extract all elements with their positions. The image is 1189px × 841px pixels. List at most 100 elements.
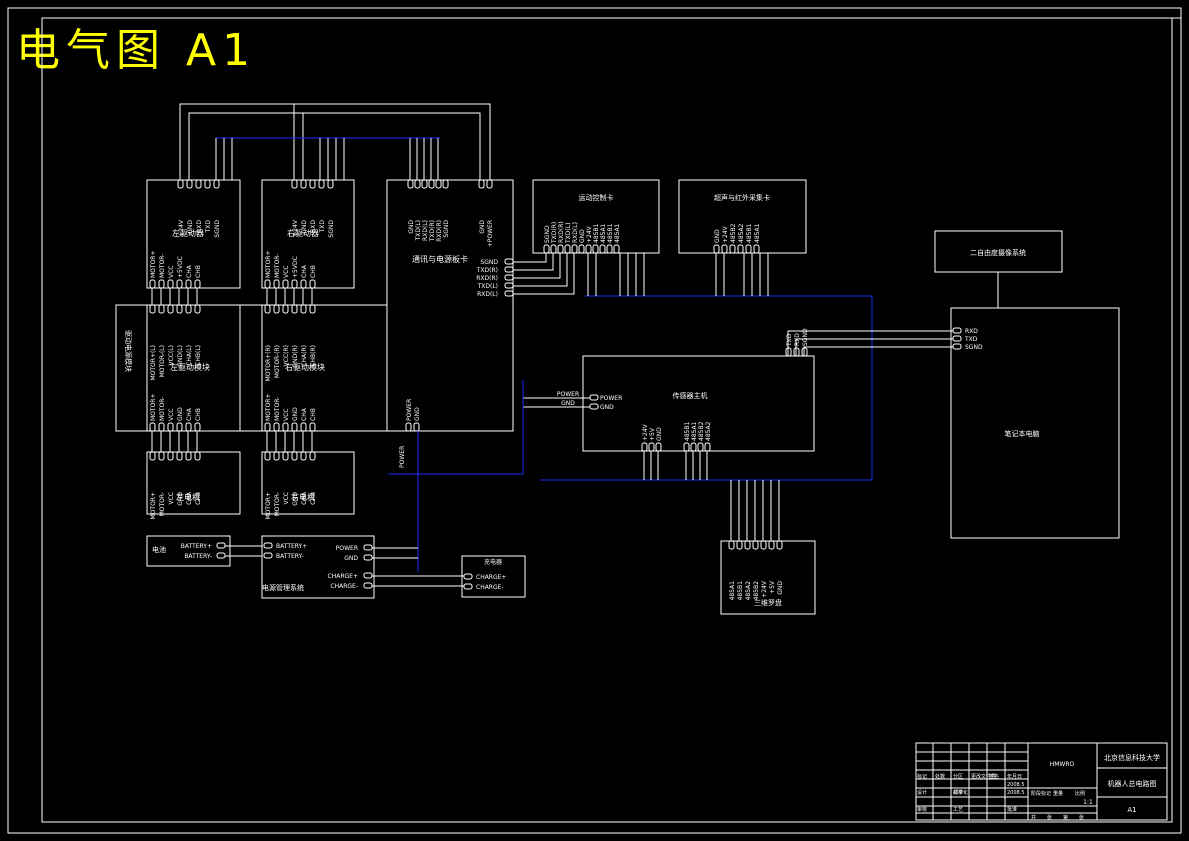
motion-card-label: 运动控制卡 <box>579 193 614 202</box>
charger-label: 充电器 <box>484 558 502 566</box>
motion-card-pin: SGND <box>544 225 551 243</box>
power-mgmt-left-pin: BATTERY- <box>276 553 304 560</box>
left-drive-bottom-connector <box>158 422 165 432</box>
comm-board-box <box>386 179 514 432</box>
left-driver-top-connector <box>204 179 211 189</box>
right-motor-pin: MOTOR+ <box>265 492 272 519</box>
ultra-card-connector <box>729 244 736 254</box>
right-drive-bottom-pin: GND <box>292 407 299 421</box>
tb-sheet-label: 第 <box>1063 814 1068 821</box>
left-drive-bottom-connector <box>149 422 156 432</box>
power-mgmt-right-connector <box>363 572 373 579</box>
right-drive-bottom-connector <box>282 422 289 432</box>
sensor-host-left-pin: GND <box>600 404 614 411</box>
comm-board-right-pin: RXD(L) <box>477 291 498 298</box>
right-driver-bottom-pin: CHA <box>301 264 308 278</box>
power-mgmt-box <box>261 535 375 599</box>
motion-card-pin: 485B1 <box>607 223 614 243</box>
power-mgmt-right-connector <box>363 582 373 589</box>
right-drive-top-connector <box>273 304 280 314</box>
tb-sheet-label: 张 <box>1047 814 1052 821</box>
left-drive-bottom-connector <box>194 422 201 432</box>
sensor-host-label: 传感器主机 <box>673 391 708 400</box>
left-driver-top-connector <box>195 179 202 189</box>
tb-scale: 1:1 <box>1083 799 1093 806</box>
left-drive-top-connector <box>185 304 192 314</box>
motion-card-connector <box>599 244 606 254</box>
comm-board-right-connector <box>504 266 514 273</box>
comm-board-top-pin: TXD(R) <box>429 220 436 242</box>
right-drive-top-pin: MOTOR+(R) <box>265 345 272 381</box>
sonar-connector <box>776 540 783 550</box>
right-drive-bottom-pin: CHA <box>301 407 308 421</box>
left-motor-label: 左电机 <box>176 492 200 502</box>
comm-board-right-pin: TXD(R) <box>476 267 498 274</box>
tb-design-date: 2008.5 <box>1007 790 1025 796</box>
power-mgmt-right-pin: POWER <box>336 545 358 552</box>
battery-pin: BATTERY+ <box>181 543 212 550</box>
left-drive-top-connector <box>194 304 201 314</box>
comm-board-bottom-pin: GND <box>414 407 421 421</box>
right-drive-label: 右驱动模块 <box>285 362 325 372</box>
left-motor-box <box>146 451 241 515</box>
tb-stage-label: 比例 <box>1075 790 1085 797</box>
power-mgmt-left-connector <box>263 552 273 559</box>
ultra-card-pin: 485B1 <box>746 223 753 243</box>
wire-gnd <box>188 112 481 180</box>
motion-card-pin: RXD(R) <box>558 221 565 243</box>
comm-board-bottom-connector <box>413 422 420 432</box>
comm-board-top-connector <box>414 179 421 189</box>
sonar-connector <box>760 540 767 550</box>
tb-size: A1 <box>1127 806 1136 814</box>
left-drive-top-pin: CHA(L) <box>186 345 193 366</box>
left-drive-bottom-pin: GND <box>177 407 184 421</box>
wire-comm-motion <box>513 253 547 263</box>
left-driver-bottom-pin: VCC <box>168 266 175 278</box>
motion-card-connector <box>564 244 571 254</box>
ultra-card-connector <box>713 244 720 254</box>
left-drive-top-pin: MOTOR+(L) <box>150 345 157 381</box>
battery-label: 电池 <box>152 545 166 554</box>
laptop-connector <box>952 327 962 334</box>
sonar-connector <box>768 540 775 550</box>
comm-board-right-pin: TXD(L) <box>477 283 498 290</box>
right-drive-top-pin: MOTOR-(R) <box>274 345 281 378</box>
right-motor-box <box>261 451 355 515</box>
tb-date: 2008.5 <box>1007 782 1025 788</box>
sonar-connector <box>728 540 735 550</box>
comm-board-top-connector <box>428 179 435 189</box>
comm-board-top-connector <box>421 179 428 189</box>
right-driver-bottom-connector <box>309 279 316 289</box>
right-drive-top-pin: VCC(R) <box>283 345 290 366</box>
left-motor-pin: CHB <box>195 492 202 505</box>
tb-row-label: 更改文件号 <box>971 773 996 780</box>
comm-board-power-label: POWER <box>399 446 406 468</box>
right-driver-bottom-connector <box>282 279 289 289</box>
right-motor-connector <box>300 451 307 461</box>
title-block-frame <box>915 742 1168 821</box>
motion-card-pin: +24V <box>586 225 593 243</box>
right-drive-bottom-pin: MOTOR- <box>274 397 281 421</box>
power-mgmt-right-pin: CHARGE+ <box>328 573 358 580</box>
left-motor-connector <box>167 451 174 461</box>
laptop-label: 笔记本电脑 <box>1005 429 1040 438</box>
tb-design-label: 标准化 <box>953 789 968 796</box>
ultra-card-pin: 485B2 <box>730 223 737 243</box>
right-driver-bottom-connector <box>273 279 280 289</box>
battery-connector <box>216 542 226 549</box>
comm-board-top2-connector <box>486 179 493 189</box>
left-motor-connector <box>185 451 192 461</box>
left-motor-pin: VCC <box>168 492 175 504</box>
motion-card-pin: 485B1 <box>593 223 600 243</box>
comm-board-right-connector <box>504 282 514 289</box>
drive-power-label: 驱动电源模块 <box>124 330 133 372</box>
left-driver-top-pin: GND <box>187 220 194 234</box>
comm-board-right-connector <box>504 290 514 297</box>
sonar-pin: GND <box>777 581 784 595</box>
sonar-connector <box>752 540 759 550</box>
left-motor-pin: CHA <box>186 491 193 505</box>
sonar-box <box>720 540 816 615</box>
tb-sheet-label: 共 <box>1031 814 1036 821</box>
left-drive-bottom-pin: MOTOR- <box>159 397 166 421</box>
